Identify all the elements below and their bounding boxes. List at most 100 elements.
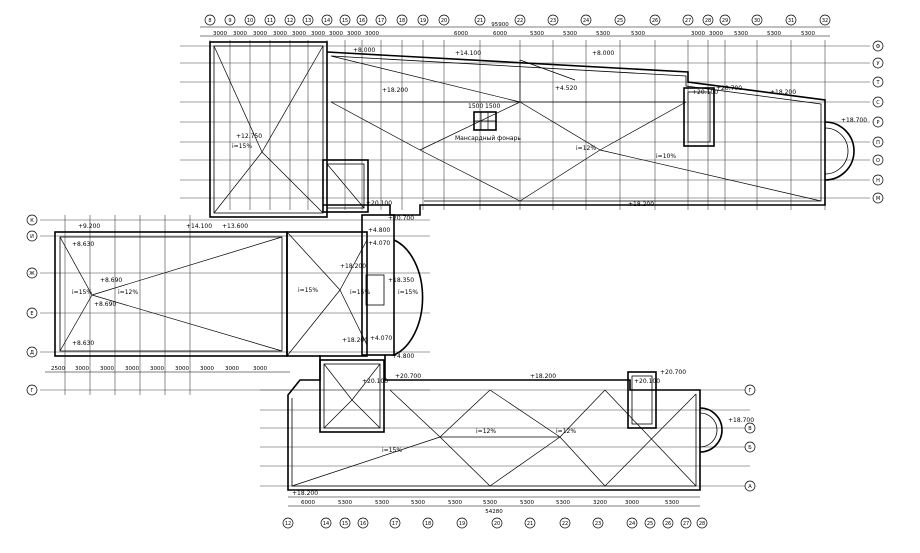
svg-text:Д: Д (30, 350, 34, 356)
axis-bubble: 22 (514, 14, 526, 26)
bottom-dimensions: 54280 6000 5300 5300 5300 5300 5300 5300… (288, 496, 700, 515)
svg-text:Ж: Ж (29, 271, 35, 277)
axis-bubble: 8 (204, 14, 216, 26)
svg-text:21: 21 (527, 521, 533, 527)
svg-text:16: 16 (360, 521, 366, 527)
axis-bubble: Г (744, 384, 756, 396)
svg-text:И: И (30, 234, 34, 240)
svg-text:23: 23 (595, 521, 601, 527)
elevation-mark: +13.600 (222, 223, 248, 230)
svg-text:i=15%: i=15% (398, 289, 418, 296)
svg-text:5300: 5300 (520, 500, 534, 506)
axis-bubble: 30 (751, 14, 763, 26)
svg-text:3000: 3000 (75, 366, 89, 372)
axis-bubble: 20 (491, 517, 503, 529)
elevation-mark: +4.800 (368, 227, 390, 234)
svg-text:2500: 2500 (51, 366, 65, 372)
elevation-mark: +18.200 (770, 89, 796, 96)
svg-text:12: 12 (287, 18, 293, 24)
svg-text:5300: 5300 (801, 31, 815, 37)
axis-bubble: У (872, 57, 884, 69)
axis-bubble: 9 (224, 14, 236, 26)
axis-bubble: 15 (339, 14, 351, 26)
axis-bubble: 12 (284, 14, 296, 26)
svg-text:17: 17 (392, 521, 398, 527)
axis-bubble: Р (872, 116, 884, 128)
svg-text:9: 9 (228, 18, 231, 24)
svg-text:17: 17 (378, 18, 384, 24)
svg-text:Р: Р (876, 120, 879, 126)
svg-text:i=10%: i=10% (656, 153, 676, 160)
elevation-mark: +18.200 (342, 337, 368, 344)
svg-text:3000: 3000 (691, 31, 705, 37)
svg-text:14: 14 (324, 18, 330, 24)
svg-text:6000: 6000 (454, 31, 468, 37)
elevation-mark: +20.100 (692, 89, 718, 96)
axis-bubble: 31 (785, 14, 797, 26)
left-wing-roof (54, 214, 424, 357)
axis-bubble: 29 (719, 14, 731, 26)
axis-bubble: 24 (626, 517, 638, 529)
elevation-mark: +4.070 (368, 240, 390, 247)
axis-bubble: 16 (356, 14, 368, 26)
axis-bubble: М (872, 192, 884, 204)
axis-bubble: 23 (592, 517, 604, 529)
svg-text:3000: 3000 (365, 31, 379, 37)
svg-text:i=15%: i=15% (232, 143, 252, 150)
svg-text:i=12%: i=12% (118, 289, 138, 296)
elevation-mark: +12.750 (236, 133, 262, 140)
axis-bubble: 18 (396, 14, 408, 26)
svg-text:22: 22 (562, 521, 568, 527)
svg-text:5300: 5300 (767, 31, 781, 37)
dim-total-top: 95900 (491, 22, 509, 28)
axis-bubble: О (872, 154, 884, 166)
svg-text:6000: 6000 (493, 31, 507, 37)
elevation-mark: +20.100 (366, 200, 392, 207)
axis-bubble: Н (872, 174, 884, 186)
svg-text:11: 11 (267, 18, 273, 24)
svg-text:23: 23 (550, 18, 556, 24)
skylight-label: Мансардный фонарь (455, 135, 521, 142)
elevation-mark: +8.690 (94, 301, 116, 308)
svg-text:26: 26 (652, 18, 658, 24)
top-dimensions: 95900 3000 3000 3000 3000 3000 3000 3000… (200, 22, 830, 37)
svg-text:3000: 3000 (253, 366, 267, 372)
elevation-mark: +18.200 (382, 87, 408, 94)
elevation-mark: +8.690 (100, 277, 122, 284)
elevation-mark: +20.100 (362, 378, 388, 385)
axis-bubble: 26 (649, 14, 661, 26)
svg-text:13: 13 (305, 18, 311, 24)
elevation-mark: +20.700 (388, 215, 414, 222)
axis-bubbles-left: К И Ж Е Д Г (26, 214, 38, 396)
svg-text:28: 28 (705, 18, 711, 24)
svg-text:21: 21 (477, 18, 483, 24)
axis-bubble: Д (26, 346, 38, 358)
elevation-mark: +18.200 (628, 201, 654, 208)
svg-text:28: 28 (699, 521, 705, 527)
svg-text:27: 27 (685, 18, 691, 24)
axis-bubble: 16 (357, 517, 369, 529)
svg-text:А: А (748, 484, 752, 490)
axis-bubbles-bottom: 12 14 15 16 17 18 19 20 21 22 23 24 25 2… (282, 517, 708, 529)
svg-text:24: 24 (629, 521, 635, 527)
elevation-mark: +18.200 (292, 490, 318, 497)
axis-bubble: В (744, 422, 756, 434)
svg-text:5300: 5300 (338, 500, 352, 506)
dim-total-bottom: 54280 (485, 509, 503, 515)
elevation-mark: +14.100 (455, 50, 481, 57)
axis-bubble: 19 (417, 14, 429, 26)
elevation-mark: +4.070 (370, 335, 392, 342)
axis-bubble: 27 (680, 517, 692, 529)
axis-bubble: 23 (547, 14, 559, 26)
svg-text:3000: 3000 (200, 366, 214, 372)
svg-text:24: 24 (583, 18, 589, 24)
svg-text:i=15%: i=15% (350, 289, 370, 296)
svg-text:П: П (876, 140, 880, 146)
svg-text:15: 15 (342, 18, 348, 24)
axis-bubble: 20 (438, 14, 450, 26)
svg-text:У: У (876, 61, 879, 67)
svg-text:3000: 3000 (311, 31, 325, 37)
svg-text:22: 22 (517, 18, 523, 24)
elevation-mark: +18.200 (340, 263, 366, 270)
